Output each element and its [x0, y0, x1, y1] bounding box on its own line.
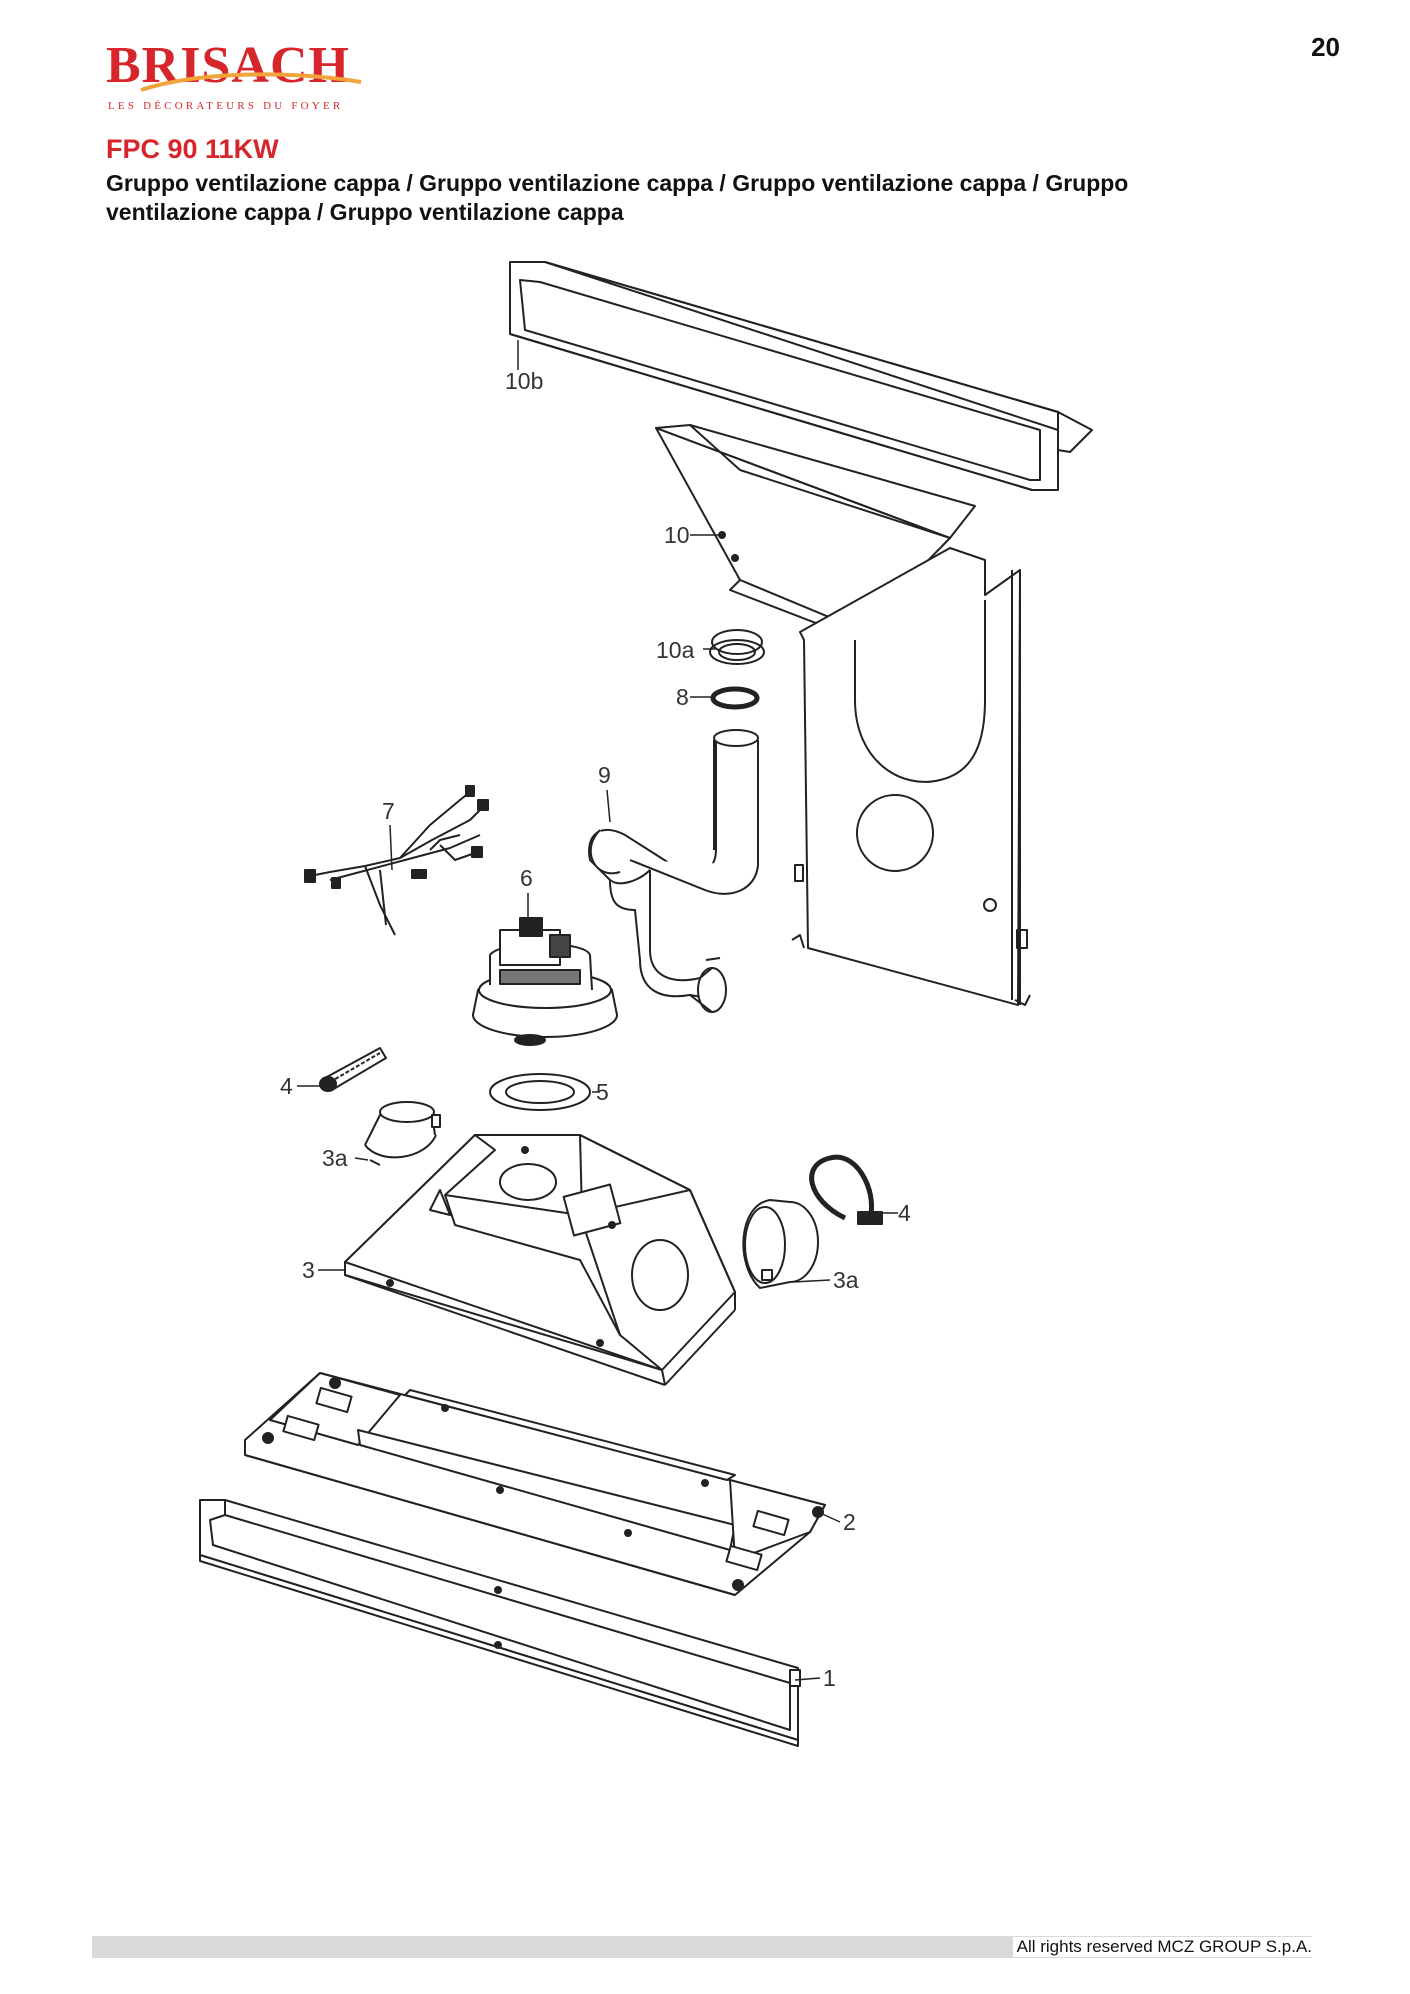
- model-title: FPC 90 11KW: [106, 134, 279, 164]
- part-7-wiring: [304, 785, 489, 936]
- label-3: 3: [302, 1257, 315, 1283]
- label-6: 6: [520, 865, 533, 891]
- part-1-front-grille: [199, 1499, 801, 1747]
- part-10b-top-grille: [509, 261, 1093, 491]
- label-8: 8: [676, 684, 689, 710]
- part-8-clamp: [710, 686, 760, 710]
- brisach-logo: BRISACH LES DÉCORATEURS DU FOYER: [106, 38, 366, 118]
- part-6-fan: [472, 917, 618, 1046]
- label-3a-left: 3a: [322, 1145, 348, 1171]
- part-3a-left-collar: [364, 1101, 441, 1166]
- footer-bar: All rights reserved MCZ GROUP S.p.A.: [92, 1936, 1312, 1958]
- label-3a-right: 3a: [833, 1267, 859, 1293]
- label-10b: 10b: [505, 368, 543, 394]
- part-2-base-frame: [244, 1372, 826, 1596]
- part-4-right-clamp: [809, 1154, 883, 1225]
- label-9: 9: [598, 762, 611, 788]
- part-9-pipe: [588, 729, 759, 1013]
- label-2: 2: [843, 1509, 856, 1535]
- label-10a: 10a: [656, 637, 695, 663]
- part-3a-right-collar: [742, 1199, 819, 1289]
- part-5-gasket: [489, 1073, 591, 1111]
- part-4-left-clip: [319, 1047, 387, 1092]
- label-4-left: 4: [280, 1073, 293, 1099]
- label-1: 1: [823, 1665, 836, 1691]
- section-subtitle: Gruppo ventilazione cappa / Gruppo venti…: [106, 170, 1129, 225]
- label-5: 5: [596, 1079, 609, 1105]
- logo-tagline: LES DÉCORATEURS DU FOYER: [108, 100, 344, 112]
- back-panel: [791, 547, 1031, 1006]
- logo-wordmark: BRISACH: [106, 37, 350, 94]
- leader-lines: [297, 340, 898, 1681]
- page-number: 20: [1311, 32, 1340, 62]
- logo-swoosh-icon: [140, 72, 362, 92]
- footer-copyright: All rights reserved MCZ GROUP S.p.A.: [1012, 1937, 1312, 1957]
- label-10: 10: [664, 522, 690, 548]
- label-7: 7: [382, 798, 395, 824]
- part-3-hood-body: [344, 1134, 736, 1386]
- label-4-right: 4: [898, 1200, 911, 1226]
- part-10a-collar: [709, 629, 765, 665]
